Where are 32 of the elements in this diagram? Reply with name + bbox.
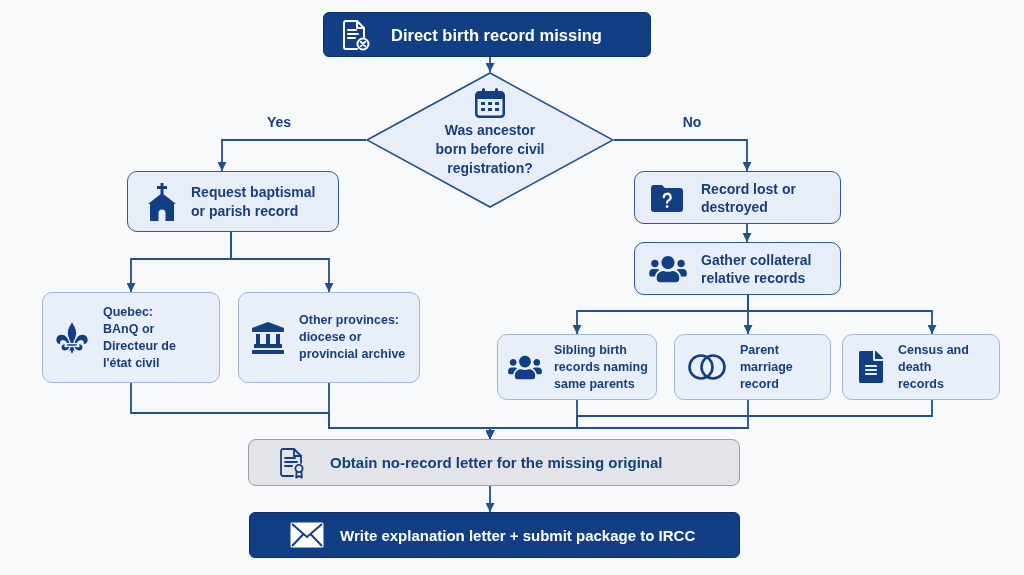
process-box [634, 242, 841, 295]
process-box [674, 334, 831, 400]
connector-arrow [747, 294, 937, 335]
step-text: Other provinces: diocese or provincial archive [299, 312, 407, 363]
step-text: Quebec: BAnQ or Directeur de l'état civil [103, 303, 177, 372]
process-box [497, 334, 657, 400]
terminal-box [249, 512, 740, 558]
connector-arrow [485, 485, 495, 513]
step-text: Census and death records [898, 341, 970, 393]
process-box [248, 439, 740, 486]
connector-arrow [742, 223, 752, 243]
step-text: Request baptismal or parish record [191, 182, 317, 221]
step-text: Parent marriage record [740, 341, 794, 393]
step-text: Obtain no-record letter for the missing original [330, 453, 664, 472]
process-box [238, 292, 420, 383]
decision-diamond [366, 72, 614, 208]
step-text: Record lost or destroyed [701, 179, 797, 216]
process-box [842, 334, 1000, 400]
terminal-box [323, 12, 651, 57]
step-text: Sibling birth records naming same parents [554, 341, 649, 393]
process-box [634, 171, 841, 224]
question-text: Was ancestor born before civil registration? [434, 121, 546, 178]
step-text: Direct birth record missing [391, 24, 603, 45]
connector-arrow [217, 139, 367, 172]
connector-arrow [613, 139, 752, 172]
step-text: Write explanation letter + submit package to IRCC [340, 525, 697, 545]
process-box [42, 292, 220, 383]
process-box [127, 171, 339, 232]
connector-arrow [485, 399, 933, 440]
connector-arrow [230, 231, 334, 293]
connector-arrow [485, 56, 495, 73]
step-text: Gather collateral relative records [701, 250, 813, 287]
